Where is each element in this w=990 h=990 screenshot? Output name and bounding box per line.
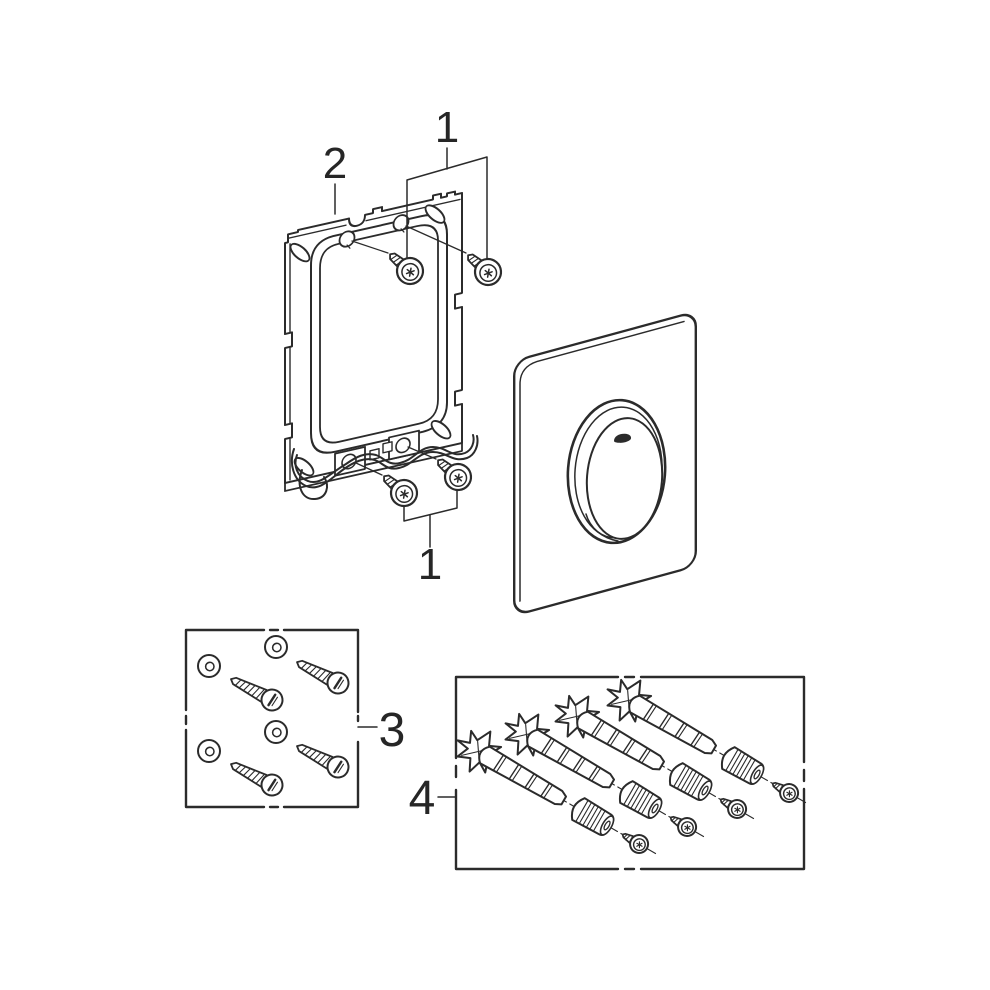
slotted-screw-item <box>291 735 354 783</box>
callout-3: 3 <box>379 704 406 757</box>
callout-bracket-screws-top <box>406 147 488 262</box>
screw-hole-top-right <box>392 214 410 232</box>
flush-plate <box>513 313 698 614</box>
screw-leader-lines <box>351 225 467 476</box>
retaining-wires <box>290 434 479 501</box>
corner-slot-bottom-right <box>430 420 452 440</box>
button-bezel <box>566 398 667 545</box>
callout-4: 4 <box>409 772 436 825</box>
plate-ring-inner <box>319 224 439 444</box>
callout-1-top: 1 <box>435 103 459 152</box>
slotted-screw-item <box>225 668 288 716</box>
button-emblem <box>614 433 632 443</box>
slotted-screw-item <box>225 753 288 801</box>
screw-hole-bottom-right <box>395 437 411 454</box>
box-3-border <box>184 628 360 809</box>
mounting-plate <box>284 190 463 492</box>
callout-2: 2 <box>323 139 347 188</box>
flange-screw-top-right <box>460 245 507 290</box>
flush-button <box>585 417 664 540</box>
parts-box-4 <box>437 669 818 873</box>
box-4-border <box>454 675 806 871</box>
washer-item <box>264 720 288 744</box>
callout-1-bottom: 1 <box>418 540 442 589</box>
flange-screw-bottom-left <box>376 466 423 511</box>
washer-item <box>197 739 221 763</box>
washer-item <box>264 635 288 659</box>
washer-item <box>197 654 221 678</box>
callout-bracket-screws-bottom <box>403 489 458 548</box>
slotted-screw-item <box>291 651 354 699</box>
parts-box-3 <box>184 628 378 809</box>
screw-hole-top-left <box>338 230 356 248</box>
